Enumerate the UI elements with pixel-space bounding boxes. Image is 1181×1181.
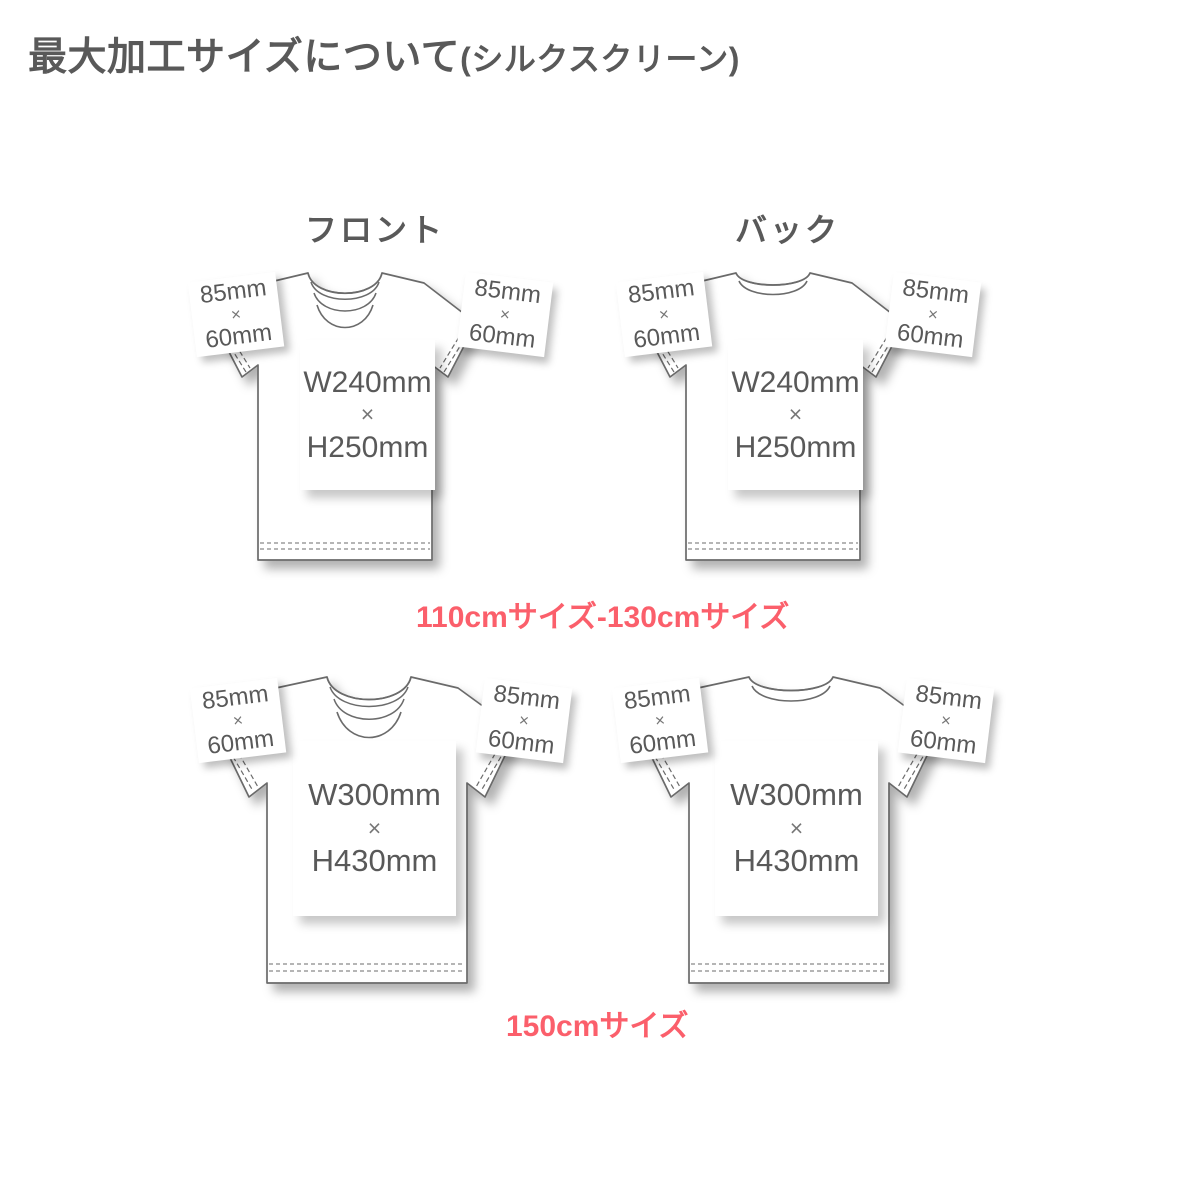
shirt-back-150: W300mm × H430mm 85mm × 60mm 85mm × 60mm <box>604 663 995 1008</box>
page-title-main: 最大加工サイズについて <box>28 36 461 79</box>
sleeve-tag-height: 60mm <box>467 318 538 354</box>
sleeve-tag-back-right-110-130: 85mm × 60mm <box>884 271 982 358</box>
page-title-paren: (シルクスクリーン) <box>460 41 740 77</box>
sleeve-tag-height: 60mm <box>895 318 966 354</box>
sleeve-tag-width: 85mm <box>473 274 543 310</box>
sleeve-tag-height: 60mm <box>203 318 274 354</box>
sleeve-tag-width: 85mm <box>901 274 971 310</box>
shirt-back-110-130: W240mm × H250mm 85mm × 60mm 85mm × 60mm <box>608 255 982 585</box>
sleeve-tag-back-left-110-130: 85mm × 60mm <box>615 271 713 358</box>
sleeve-tag-front-left-110-130: 85mm × 60mm <box>187 271 285 358</box>
sleeve-tag-separator: × <box>926 304 940 325</box>
print-area-height: H430mm <box>311 843 438 879</box>
sleeve-tag-separator: × <box>498 304 512 325</box>
size-caption-110-130: 110cmサイズ-130cmサイズ <box>416 601 790 634</box>
sleeve-tag-width: 85mm <box>200 680 270 716</box>
sleeve-tag-front-right-110-130: 85mm × 60mm <box>456 271 554 358</box>
print-area-width: W240mm <box>731 366 860 400</box>
sleeve-tag-width: 85mm <box>198 274 268 310</box>
sleeve-tag-separator: × <box>517 710 531 731</box>
sleeve-tag-front-left-150: 85mm × 60mm <box>189 677 287 764</box>
print-area-width: W240mm <box>303 366 432 400</box>
print-area-height: H430mm <box>733 843 860 879</box>
sleeve-tag-height: 60mm <box>908 724 979 760</box>
print-area-height: H250mm <box>306 430 429 464</box>
sleeve-tag-separator: × <box>653 710 667 731</box>
sleeve-tag-back-right-150: 85mm × 60mm <box>897 677 995 764</box>
print-area-width: W300mm <box>308 777 441 813</box>
print-area-height: H250mm <box>734 430 857 464</box>
sleeve-tag-width: 85mm <box>626 274 696 310</box>
page-title: 最大加工サイズについて(シルクスクリーン) <box>28 26 740 82</box>
sleeve-tag-back-left-150: 85mm × 60mm <box>611 677 709 764</box>
sleeve-tag-height: 60mm <box>205 724 276 760</box>
column-label-front: フロント <box>305 212 446 248</box>
sleeve-tag-height: 60mm <box>486 724 557 760</box>
sleeve-tag-separator: × <box>657 304 671 325</box>
sleeve-tag-width: 85mm <box>914 680 984 716</box>
sleeve-tag-separator: × <box>229 304 243 325</box>
column-label-back: バック <box>735 212 841 248</box>
sleeve-tag-front-right-150: 85mm × 60mm <box>475 677 573 764</box>
print-area-separator: × <box>788 401 803 428</box>
print-area-separator: × <box>789 814 804 841</box>
print-area-width: W300mm <box>730 777 863 813</box>
sleeve-tag-separator: × <box>939 710 953 731</box>
print-area-separator: × <box>367 814 382 841</box>
sleeve-tag-width: 85mm <box>492 680 562 716</box>
sleeve-tag-height: 60mm <box>627 724 698 760</box>
print-area-separator: × <box>360 401 375 428</box>
sleeve-tag-width: 85mm <box>622 680 692 716</box>
sleeve-tag-separator: × <box>231 710 245 731</box>
shirt-front-150: W300mm × H430mm 85mm × 60mm 85mm × 60mm <box>182 663 573 1008</box>
sleeve-tag-height: 60mm <box>631 318 702 354</box>
print-area-back-110-130: W240mm × H250mm <box>728 340 863 490</box>
print-area-back-150: W300mm × H430mm <box>715 741 878 916</box>
shirt-front-110-130: W240mm × H250mm 85mm × 60mm 85mm × 60mm <box>180 255 554 585</box>
print-area-front-150: W300mm × H430mm <box>293 741 456 916</box>
print-area-front-110-130: W240mm × H250mm <box>300 340 435 490</box>
size-caption-150: 150cmサイズ <box>506 1010 689 1043</box>
